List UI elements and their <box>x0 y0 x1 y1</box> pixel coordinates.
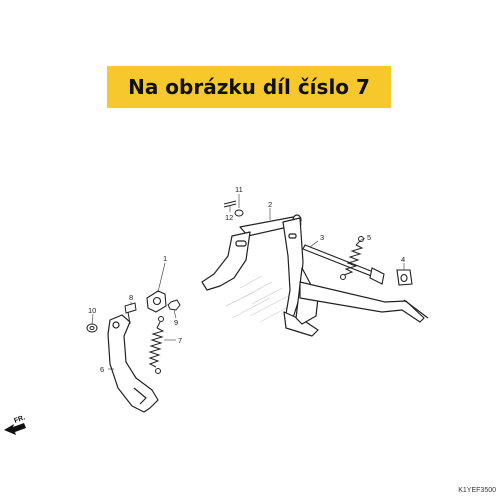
side-stand <box>107 314 159 413</box>
collar <box>396 269 413 286</box>
washer <box>86 323 98 333</box>
callout-3: 3 <box>320 233 324 242</box>
callout-7: 7 <box>178 336 182 345</box>
callout-4: 4 <box>401 255 405 264</box>
callout-10: 10 <box>88 306 96 315</box>
side-stand-spring <box>148 316 165 374</box>
front-label: FR. <box>13 414 26 424</box>
main-stand <box>201 214 429 337</box>
side-stand-bracket <box>146 290 167 313</box>
callout-11: 11 <box>235 185 243 194</box>
front-arrow-icon: FR. <box>4 414 26 435</box>
ground-hatch <box>225 275 293 323</box>
callout-9: 9 <box>174 318 178 327</box>
banner-text: Na obrázku díl číslo 7 <box>128 75 370 99</box>
leader-lines <box>91 194 405 370</box>
callout-12: 12 <box>225 213 233 222</box>
nut <box>167 299 181 311</box>
callout-8: 8 <box>129 293 133 302</box>
highlight-banner: Na obrázku díl číslo 7 <box>107 66 391 108</box>
callout-6: 6 <box>100 365 104 374</box>
cotter-pin <box>223 200 244 217</box>
callout-2: 2 <box>268 200 272 209</box>
callout-5: 5 <box>367 233 371 242</box>
shaft <box>302 244 385 285</box>
diagram-code: K1YEF3500 <box>458 487 496 494</box>
stand-spring <box>340 236 364 280</box>
callout-1: 1 <box>163 254 167 263</box>
callouts: 1 2 3 4 5 6 7 8 9 10 11 12 <box>88 185 405 374</box>
